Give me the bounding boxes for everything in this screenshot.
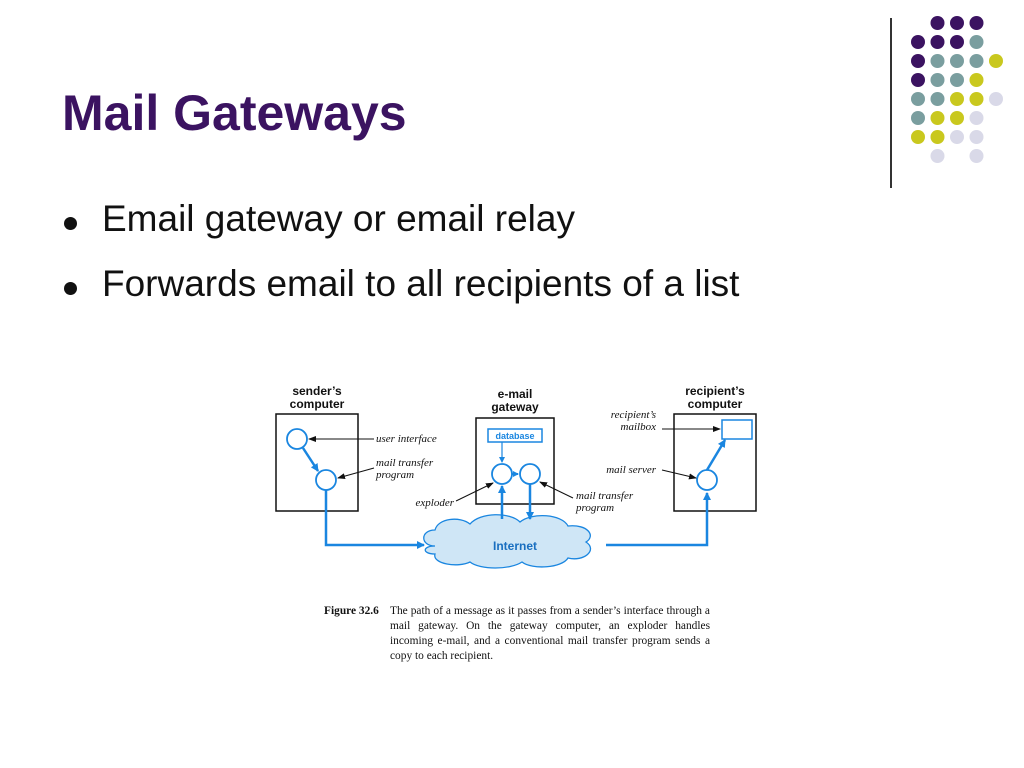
database-box	[487, 428, 543, 443]
recipients-mailbox-box	[721, 419, 753, 440]
user-interface-node	[286, 428, 308, 450]
decorative-dot	[969, 73, 984, 87]
flow-sender-to-internet	[324, 490, 425, 549]
mail-transfer-node-sender	[315, 469, 337, 491]
decorative-dot	[969, 111, 984, 125]
flow-server-to-mailbox	[705, 439, 727, 471]
pointer-mail-server	[661, 469, 697, 480]
internet-label: Internet	[493, 539, 537, 553]
decorative-dot	[950, 130, 964, 144]
decorative-dot	[950, 92, 964, 106]
exploder-node	[491, 463, 513, 485]
pointer-exploder	[455, 482, 494, 502]
figure-caption: Figure 32.6 The path of a message as it …	[324, 604, 710, 664]
decorative-dot	[950, 111, 964, 125]
decorative-divider	[890, 18, 892, 188]
decorative-dot	[950, 54, 964, 68]
decorative-dot	[989, 92, 1003, 106]
decorative-dot	[950, 35, 964, 49]
decorative-dot	[950, 16, 964, 30]
decorative-dot	[930, 149, 945, 163]
decorative-dot	[911, 111, 925, 125]
exploder-label: exploder	[416, 497, 455, 509]
decorative-dot	[930, 130, 945, 144]
decorative-dot	[911, 92, 925, 106]
decorative-dot	[969, 130, 984, 144]
bullet-dot-icon	[64, 282, 77, 295]
decorative-dot	[969, 92, 984, 106]
flow-internet-to-recipient	[606, 492, 711, 547]
decorative-dot	[950, 73, 964, 87]
decorative-dot	[911, 130, 925, 144]
decorative-dot	[930, 35, 945, 49]
database-label: database	[495, 431, 534, 441]
figure-label: Figure 32.6	[324, 605, 379, 617]
slide-title: Mail Gateways	[62, 85, 407, 141]
decorative-dot	[930, 54, 945, 68]
decorative-dot	[930, 92, 945, 106]
bullet-dot-icon	[64, 217, 77, 230]
bullet-text: Email gateway or email relay	[102, 198, 575, 239]
decorative-dot	[911, 54, 925, 68]
internet-cloud	[423, 514, 592, 569]
decorative-dot	[989, 54, 1003, 68]
mail-server-label: mail server	[606, 464, 657, 476]
decorative-dot	[969, 149, 984, 163]
mail-server-node	[696, 469, 718, 491]
bullet-text: Forwards email to all recipients of a li…	[102, 263, 740, 304]
decorative-dot	[911, 73, 925, 87]
senders-computer-box	[275, 413, 359, 512]
decorative-dot	[969, 35, 984, 49]
decorative-dot	[930, 16, 945, 30]
mail-transfer-node-gateway	[519, 463, 541, 485]
decorative-dot	[969, 54, 984, 68]
decorative-dot	[930, 111, 945, 125]
pointer-mail-transfer-gateway	[539, 481, 574, 499]
gateway-box	[475, 417, 555, 505]
decorative-dot	[911, 35, 925, 49]
recipients-computer-box	[673, 413, 757, 512]
pointer-mail-transfer-left	[337, 467, 375, 480]
flow-ui-to-mta	[301, 447, 320, 472]
user-interface-label: user interface	[376, 433, 437, 445]
bullet-list: Email gateway or email relay Forwards em…	[62, 200, 739, 330]
bullet-item: Email gateway or email relay	[62, 200, 739, 237]
decorative-dot	[930, 73, 945, 87]
decorative-dot	[969, 16, 984, 30]
figure-caption-text: The path of a message as it passes from …	[390, 605, 710, 662]
bullet-item: Forwards email to all recipients of a li…	[62, 265, 739, 302]
